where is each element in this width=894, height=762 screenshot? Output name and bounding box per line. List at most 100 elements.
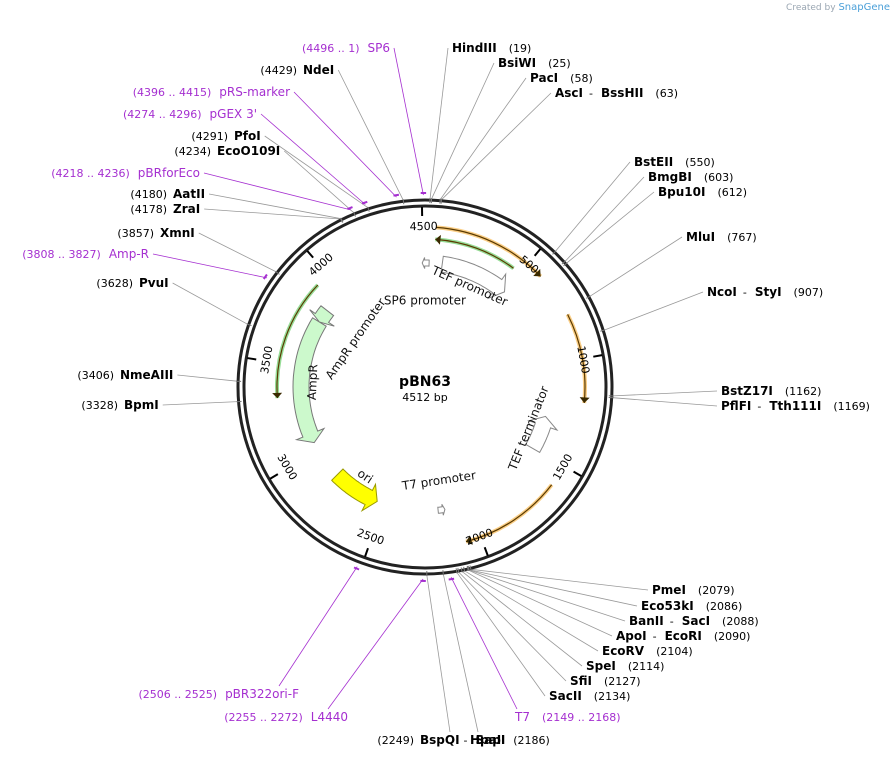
enzyme-site-tick <box>246 323 252 327</box>
orf-arrowhead <box>435 234 441 245</box>
enzyme-leader-line <box>442 574 479 733</box>
ruler-tick-mark <box>269 473 279 480</box>
enzyme-paci: PacI (58) <box>530 71 593 85</box>
orf-arc <box>435 238 514 269</box>
enzyme-banii-isoschizomer: SacI <box>682 614 710 628</box>
enzyme-leader-line <box>456 572 546 697</box>
snapgene-watermark: Created by SnapGene <box>786 2 890 13</box>
enzyme-bpmi: (3328)BpmI <box>81 398 158 412</box>
enzyme-leader-line <box>458 571 567 682</box>
enzyme-leader-line <box>564 176 645 262</box>
enzyme-bspqi-name: BspQI <box>420 733 460 747</box>
enzyme-nmeaiii-name: NmeAIII <box>120 368 173 382</box>
ruler-tick-label: 3500 <box>258 345 275 375</box>
enzyme-pflfi-position: (1169) <box>833 400 870 413</box>
enzyme-aatii-name: AatII <box>173 187 205 201</box>
enzyme-xmni: (3857)XmnI <box>117 226 194 240</box>
ruler-tick-mark <box>364 547 369 558</box>
enzyme-eco53ki-name: Eco53kI <box>641 599 694 613</box>
feature-ampr-promoter-label: AmpR promoter <box>323 296 389 382</box>
primer-pbrforeco-range: (4218 .. 4236) <box>51 167 130 180</box>
feature-sp6-promoter-label: SP6 promoter <box>384 294 466 308</box>
enzyme-leader-line <box>461 570 583 667</box>
enzyme-zrai: (4178)ZraI <box>130 202 200 216</box>
enzyme-bsiwi-name: BsiWI <box>498 56 536 70</box>
enzyme-ncoi-position: (907) <box>794 286 824 299</box>
enzyme-hpai: HpaI(2186) <box>470 733 550 747</box>
plasmid-length: 4512 bp <box>402 391 447 404</box>
enzyme-mlui-position: (767) <box>727 231 757 244</box>
enzyme-separator: - <box>653 630 657 643</box>
enzyme-ndei: (4429)NdeI <box>260 63 334 77</box>
enzyme-site-tick <box>340 217 344 223</box>
enzyme-pfoi: (4291)PfoI <box>191 129 260 143</box>
enzyme-mlui-name: MluI <box>686 230 715 244</box>
ruler-tick-label: 2500 <box>355 526 386 548</box>
ruler-tick-label: 4500 <box>410 220 438 233</box>
enzyme-site-tick <box>469 565 472 571</box>
enzyme-leader-line <box>470 568 649 591</box>
primer-t7-name: T7 <box>514 710 530 724</box>
enzyme-nmeaiii-position: (3406) <box>77 369 114 382</box>
enzyme-bmgbi-name: BmgBI <box>648 170 692 184</box>
enzyme-leader-line <box>469 569 638 607</box>
enzyme-asci-name: AscI <box>555 86 583 100</box>
orf-arrowhead <box>465 535 473 545</box>
primer-amp-r-name: Amp-R <box>109 247 149 261</box>
enzyme-paci-position: (58) <box>570 72 593 85</box>
primer-sp6-name: SP6 <box>368 41 391 55</box>
primer-pgex-3-name: pGEX 3' <box>210 107 257 121</box>
enzyme-site-tick <box>353 211 356 217</box>
primer-pbr322ori-f-range: (2506 .. 2525) <box>139 688 218 701</box>
enzyme-bsiwi-position: (25) <box>548 57 571 70</box>
enzyme-bmgbi: BmgBI(603) <box>648 170 733 184</box>
ruler-tick-mark <box>483 546 489 557</box>
primer-pgex-3: pGEX 3'(4274 .. 4296) <box>123 107 257 121</box>
enzyme-ecoo109i-position: (4234) <box>174 145 211 158</box>
enzyme-eco53ki-position: (2086) <box>706 600 743 613</box>
orf-arc <box>465 484 553 543</box>
primer-pbr322ori-f: pBR322ori-F (2506 .. 2525) <box>139 687 300 701</box>
primer-leader-line <box>260 113 366 205</box>
enzyme-pflfi-isoschizomer: Tth111I <box>769 399 821 413</box>
ruler-tick-mark <box>533 248 542 257</box>
enzyme-bsteii: BstEII(550) <box>634 155 715 169</box>
enzyme-ecorv-name: EcoRV <box>602 644 645 658</box>
enzyme-site-tick <box>467 565 470 571</box>
ruler-tick-label: 3000 <box>274 452 299 483</box>
enzyme-bspqi: (2249)BspQI-SapI <box>377 733 505 747</box>
enzyme-sfii-position: (2127) <box>604 675 641 688</box>
enzyme-leader-line <box>177 374 238 382</box>
enzyme-hindiii: HindIII(19) <box>452 41 531 55</box>
enzyme-site-tick <box>455 568 458 574</box>
enzyme-apoi-isoschizomer: EcoRI <box>665 629 702 643</box>
enzyme-leader-line <box>439 77 527 200</box>
primer-site-marker <box>393 193 400 197</box>
enzyme-bsteii-position: (550) <box>685 156 715 169</box>
enzyme-spei-name: SpeI <box>586 659 616 673</box>
ruler-tick-mark <box>247 357 257 361</box>
enzyme-paci-name: PacI <box>530 71 558 85</box>
primer-pbr322ori-f-name: pBR322ori-F <box>225 687 299 701</box>
primer-site-marker <box>347 206 353 211</box>
primer-site-marker <box>361 200 368 205</box>
primer-prs-marker-name: pRS-marker <box>219 85 290 99</box>
enzyme-hindiii-position: (19) <box>509 42 532 55</box>
enzyme-site-tick <box>457 567 460 574</box>
enzyme-leader-line <box>566 191 655 264</box>
enzyme-leader-line <box>264 135 369 209</box>
feature-t7-promoter-label: T7 promoter <box>400 468 477 493</box>
orf-arc <box>567 314 586 404</box>
enzyme-leader-line <box>337 69 404 201</box>
enzyme-ncoi-isoschizomer: StyI <box>755 285 782 299</box>
orf-arrowhead <box>533 268 541 277</box>
enzyme-asci-position: (63) <box>655 87 678 100</box>
enzyme-eco53ki: Eco53kI (2086) <box>641 599 742 613</box>
enzyme-site-tick <box>563 262 568 267</box>
enzyme-leader-line <box>612 390 718 397</box>
feature-t7-promoter-arrow <box>437 504 446 516</box>
feature-ampr-label: AmpR <box>305 364 321 400</box>
enzyme-separator: - <box>743 286 747 299</box>
enzyme-apoi: ApoI-EcoRI(2090) <box>616 629 750 643</box>
primer-leader-line <box>152 253 268 279</box>
